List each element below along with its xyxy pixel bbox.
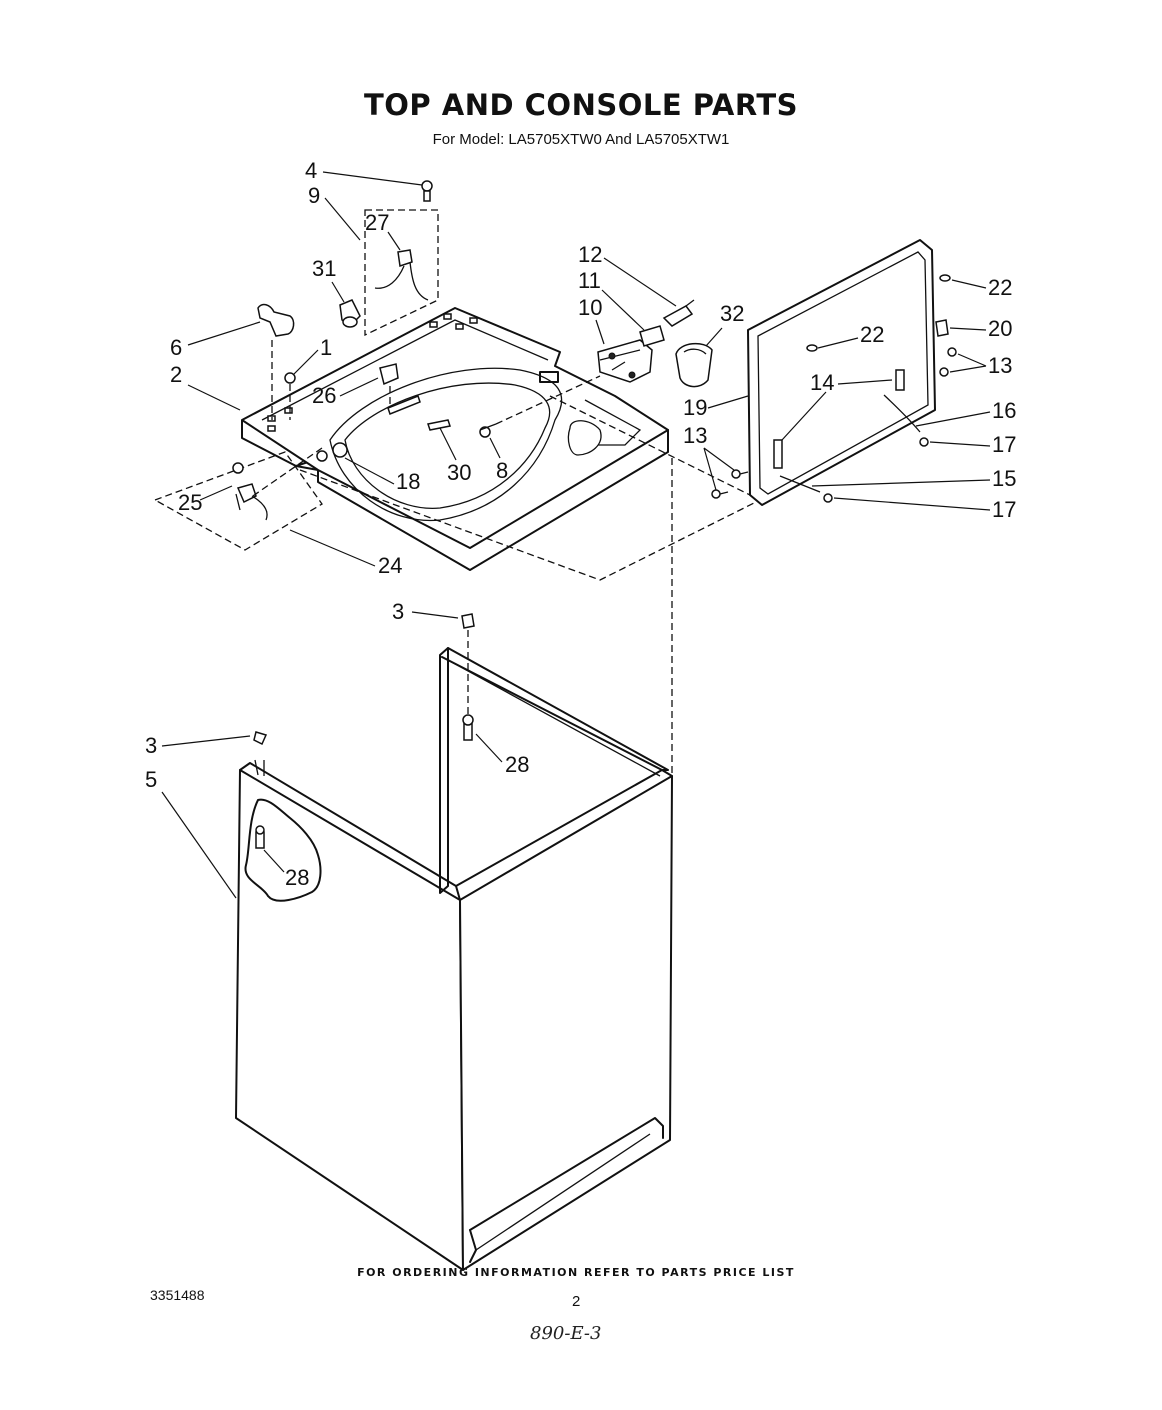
svg-text:17: 17 — [992, 497, 1016, 522]
callout-17b: 17 — [833, 497, 1016, 522]
svg-text:3: 3 — [392, 599, 404, 624]
callout-32: 32 — [705, 301, 744, 347]
handwritten-note: 890-E-3 — [530, 1323, 602, 1344]
callout-31: 31 — [312, 256, 345, 303]
svg-text:28: 28 — [285, 865, 309, 890]
svg-text:20: 20 — [988, 316, 1012, 341]
callout-2: 2 — [170, 362, 241, 411]
callout-19: 19 — [683, 395, 749, 420]
callout-15: 15 — [811, 466, 1016, 491]
callout-3-top: 3 — [392, 599, 459, 624]
svg-text:8: 8 — [496, 458, 508, 483]
loose-parts — [153, 180, 761, 581]
svg-text:13: 13 — [988, 353, 1012, 378]
svg-text:18: 18 — [396, 469, 420, 494]
svg-text:31: 31 — [312, 256, 336, 281]
callout-1: 1 — [293, 335, 332, 375]
document-part-number: 3351488 — [150, 1287, 205, 1303]
page-title: TOP AND CONSOLE PARTS — [363, 88, 799, 122]
callout-20: 20 — [949, 316, 1012, 341]
callout-27: 27 — [365, 210, 401, 251]
svg-text:9: 9 — [308, 183, 320, 208]
svg-text:22: 22 — [860, 322, 884, 347]
cabinet — [235, 458, 673, 1271]
svg-text:16: 16 — [992, 398, 1016, 423]
svg-text:14: 14 — [810, 370, 834, 395]
svg-text:10: 10 — [578, 295, 602, 320]
callout-28-top: 28 — [475, 733, 529, 777]
model-subtitle: For Model: LA5705XTW0 And LA5705XTW1 — [432, 131, 730, 148]
svg-text:12: 12 — [578, 242, 602, 267]
svg-text:4: 4 — [305, 158, 317, 183]
callout-24: 24 — [289, 529, 402, 578]
svg-text:15: 15 — [992, 466, 1016, 491]
callout-6: 6 — [170, 321, 261, 360]
callout-4: 4 — [305, 158, 423, 186]
svg-text:25: 25 — [178, 490, 202, 515]
callout-8: 8 — [489, 437, 508, 483]
callout-17a: 17 — [929, 432, 1016, 457]
console-switch-parts — [597, 299, 713, 388]
svg-text:5: 5 — [145, 767, 157, 792]
callout-26: 26 — [312, 377, 379, 408]
svg-text:6: 6 — [170, 335, 182, 360]
svg-text:2: 2 — [170, 362, 182, 387]
callout-10: 10 — [578, 295, 605, 345]
lid-assembly — [549, 239, 957, 506]
svg-text:3: 3 — [145, 733, 157, 758]
callout-9: 9 — [308, 183, 361, 241]
svg-text:19: 19 — [683, 395, 707, 420]
svg-text:28: 28 — [505, 752, 529, 777]
top-cover — [241, 307, 669, 571]
callout-16: 16 — [915, 398, 1016, 427]
page-number: 2 — [572, 1293, 581, 1310]
svg-text:30: 30 — [447, 460, 471, 485]
svg-text:13: 13 — [683, 423, 707, 448]
ordering-info-note: FOR ORDERING INFORMATION REFER TO PARTS … — [357, 1266, 795, 1279]
callout-13b: 13 — [949, 353, 1012, 378]
callout-18: 18 — [344, 457, 420, 494]
svg-text:1: 1 — [320, 335, 332, 360]
callout-14: 14 — [781, 370, 893, 441]
callout-5: 5 — [145, 767, 237, 899]
svg-text:22: 22 — [988, 275, 1012, 300]
callout-3-left: 3 — [145, 733, 251, 758]
callout-13a: 13 — [683, 423, 735, 491]
svg-text:32: 32 — [720, 301, 744, 326]
svg-text:24: 24 — [378, 553, 402, 578]
svg-text:17: 17 — [992, 432, 1016, 457]
callout-22a: 22 — [817, 322, 884, 349]
callout-12: 12 — [578, 242, 677, 307]
callout-30: 30 — [439, 427, 471, 485]
svg-text:11: 11 — [578, 268, 601, 293]
svg-text:27: 27 — [365, 210, 389, 235]
callout-28-left: 28 — [263, 849, 309, 890]
callout-22b: 22 — [951, 275, 1012, 300]
callouts: 4 9 27 31 6 1 2 26 25 24 18 30 8 12 11 1… — [145, 158, 1016, 899]
callout-11: 11 — [578, 268, 645, 331]
svg-text:26: 26 — [312, 383, 336, 408]
callout-25: 25 — [178, 485, 233, 515]
